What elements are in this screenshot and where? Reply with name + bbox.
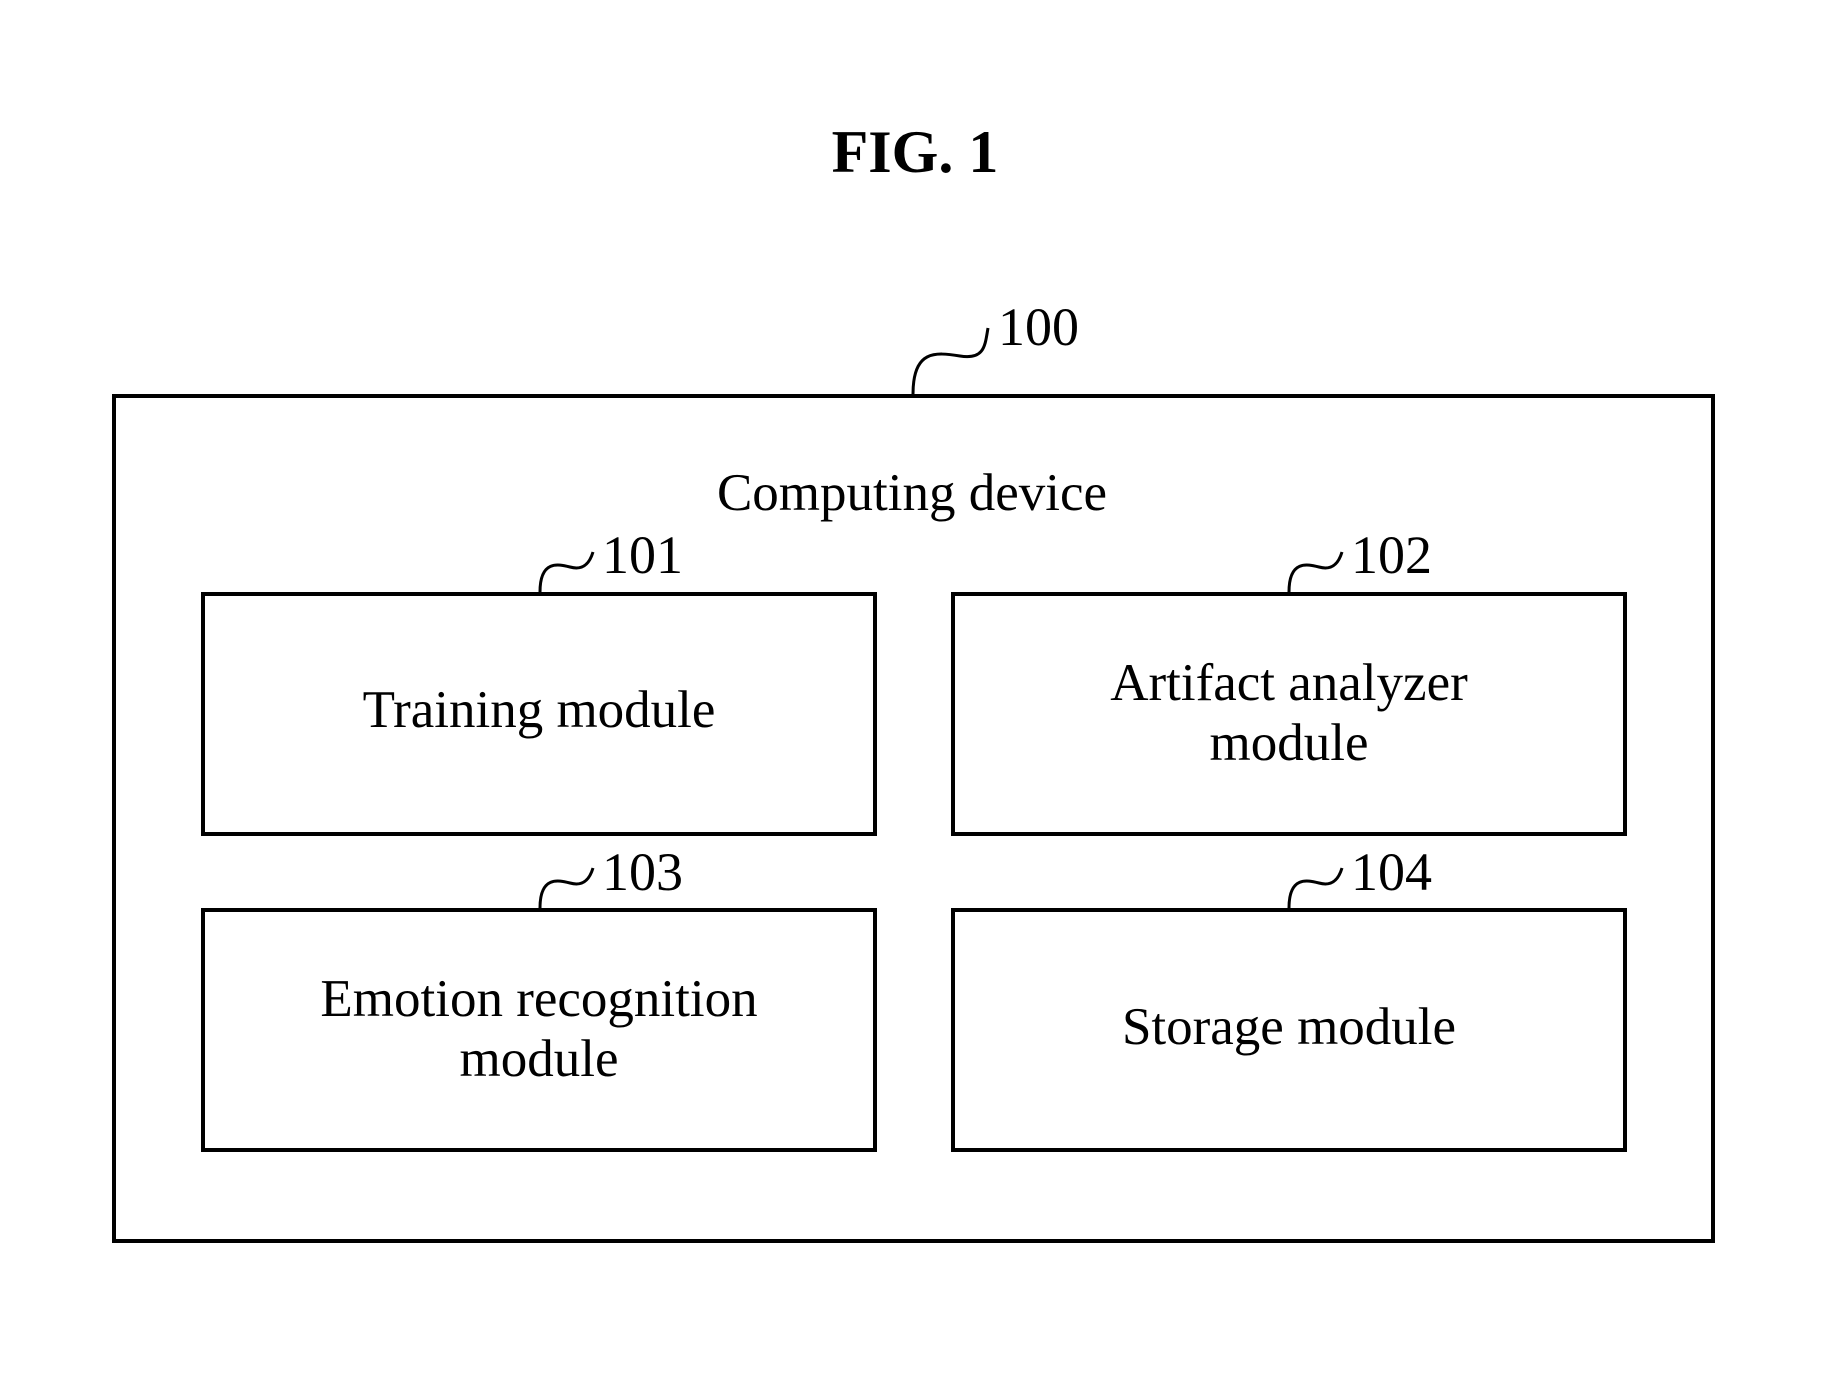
- module-label-104: Storage module: [1122, 998, 1456, 1056]
- module-ref-102: 102: [1351, 525, 1432, 585]
- module-box-104: 104 Storage module: [953, 842, 1625, 1150]
- module-ref-101: 101: [602, 525, 683, 585]
- module-leader-104: [1289, 868, 1342, 908]
- module-label-102-line2: module: [1210, 714, 1369, 772]
- computing-device-leader: [913, 328, 988, 394]
- figure-title: FIG. 1: [832, 119, 999, 185]
- module-leader-102: [1289, 552, 1342, 592]
- computing-device-label: Computing device: [717, 464, 1107, 522]
- module-ref-103: 103: [602, 842, 683, 902]
- module-box-102: 102 Artifact analyzer module: [953, 525, 1625, 834]
- computing-device-box: 100 Computing device: [114, 297, 1713, 1241]
- module-label-101: Training module: [363, 681, 716, 739]
- module-label-103-line1: Emotion recognition: [320, 970, 757, 1028]
- computing-device-ref: 100: [998, 297, 1079, 357]
- module-box-103: 103 Emotion recognition module: [203, 842, 875, 1150]
- module-leader-103: [540, 868, 593, 908]
- module-box-101: 101 Training module: [203, 525, 875, 834]
- module-label-103-line2: module: [460, 1030, 619, 1088]
- module-ref-104: 104: [1351, 842, 1432, 902]
- computing-device-frame: [114, 396, 1713, 1241]
- module-label-102-line1: Artifact analyzer: [1110, 654, 1468, 712]
- module-leader-101: [540, 552, 593, 592]
